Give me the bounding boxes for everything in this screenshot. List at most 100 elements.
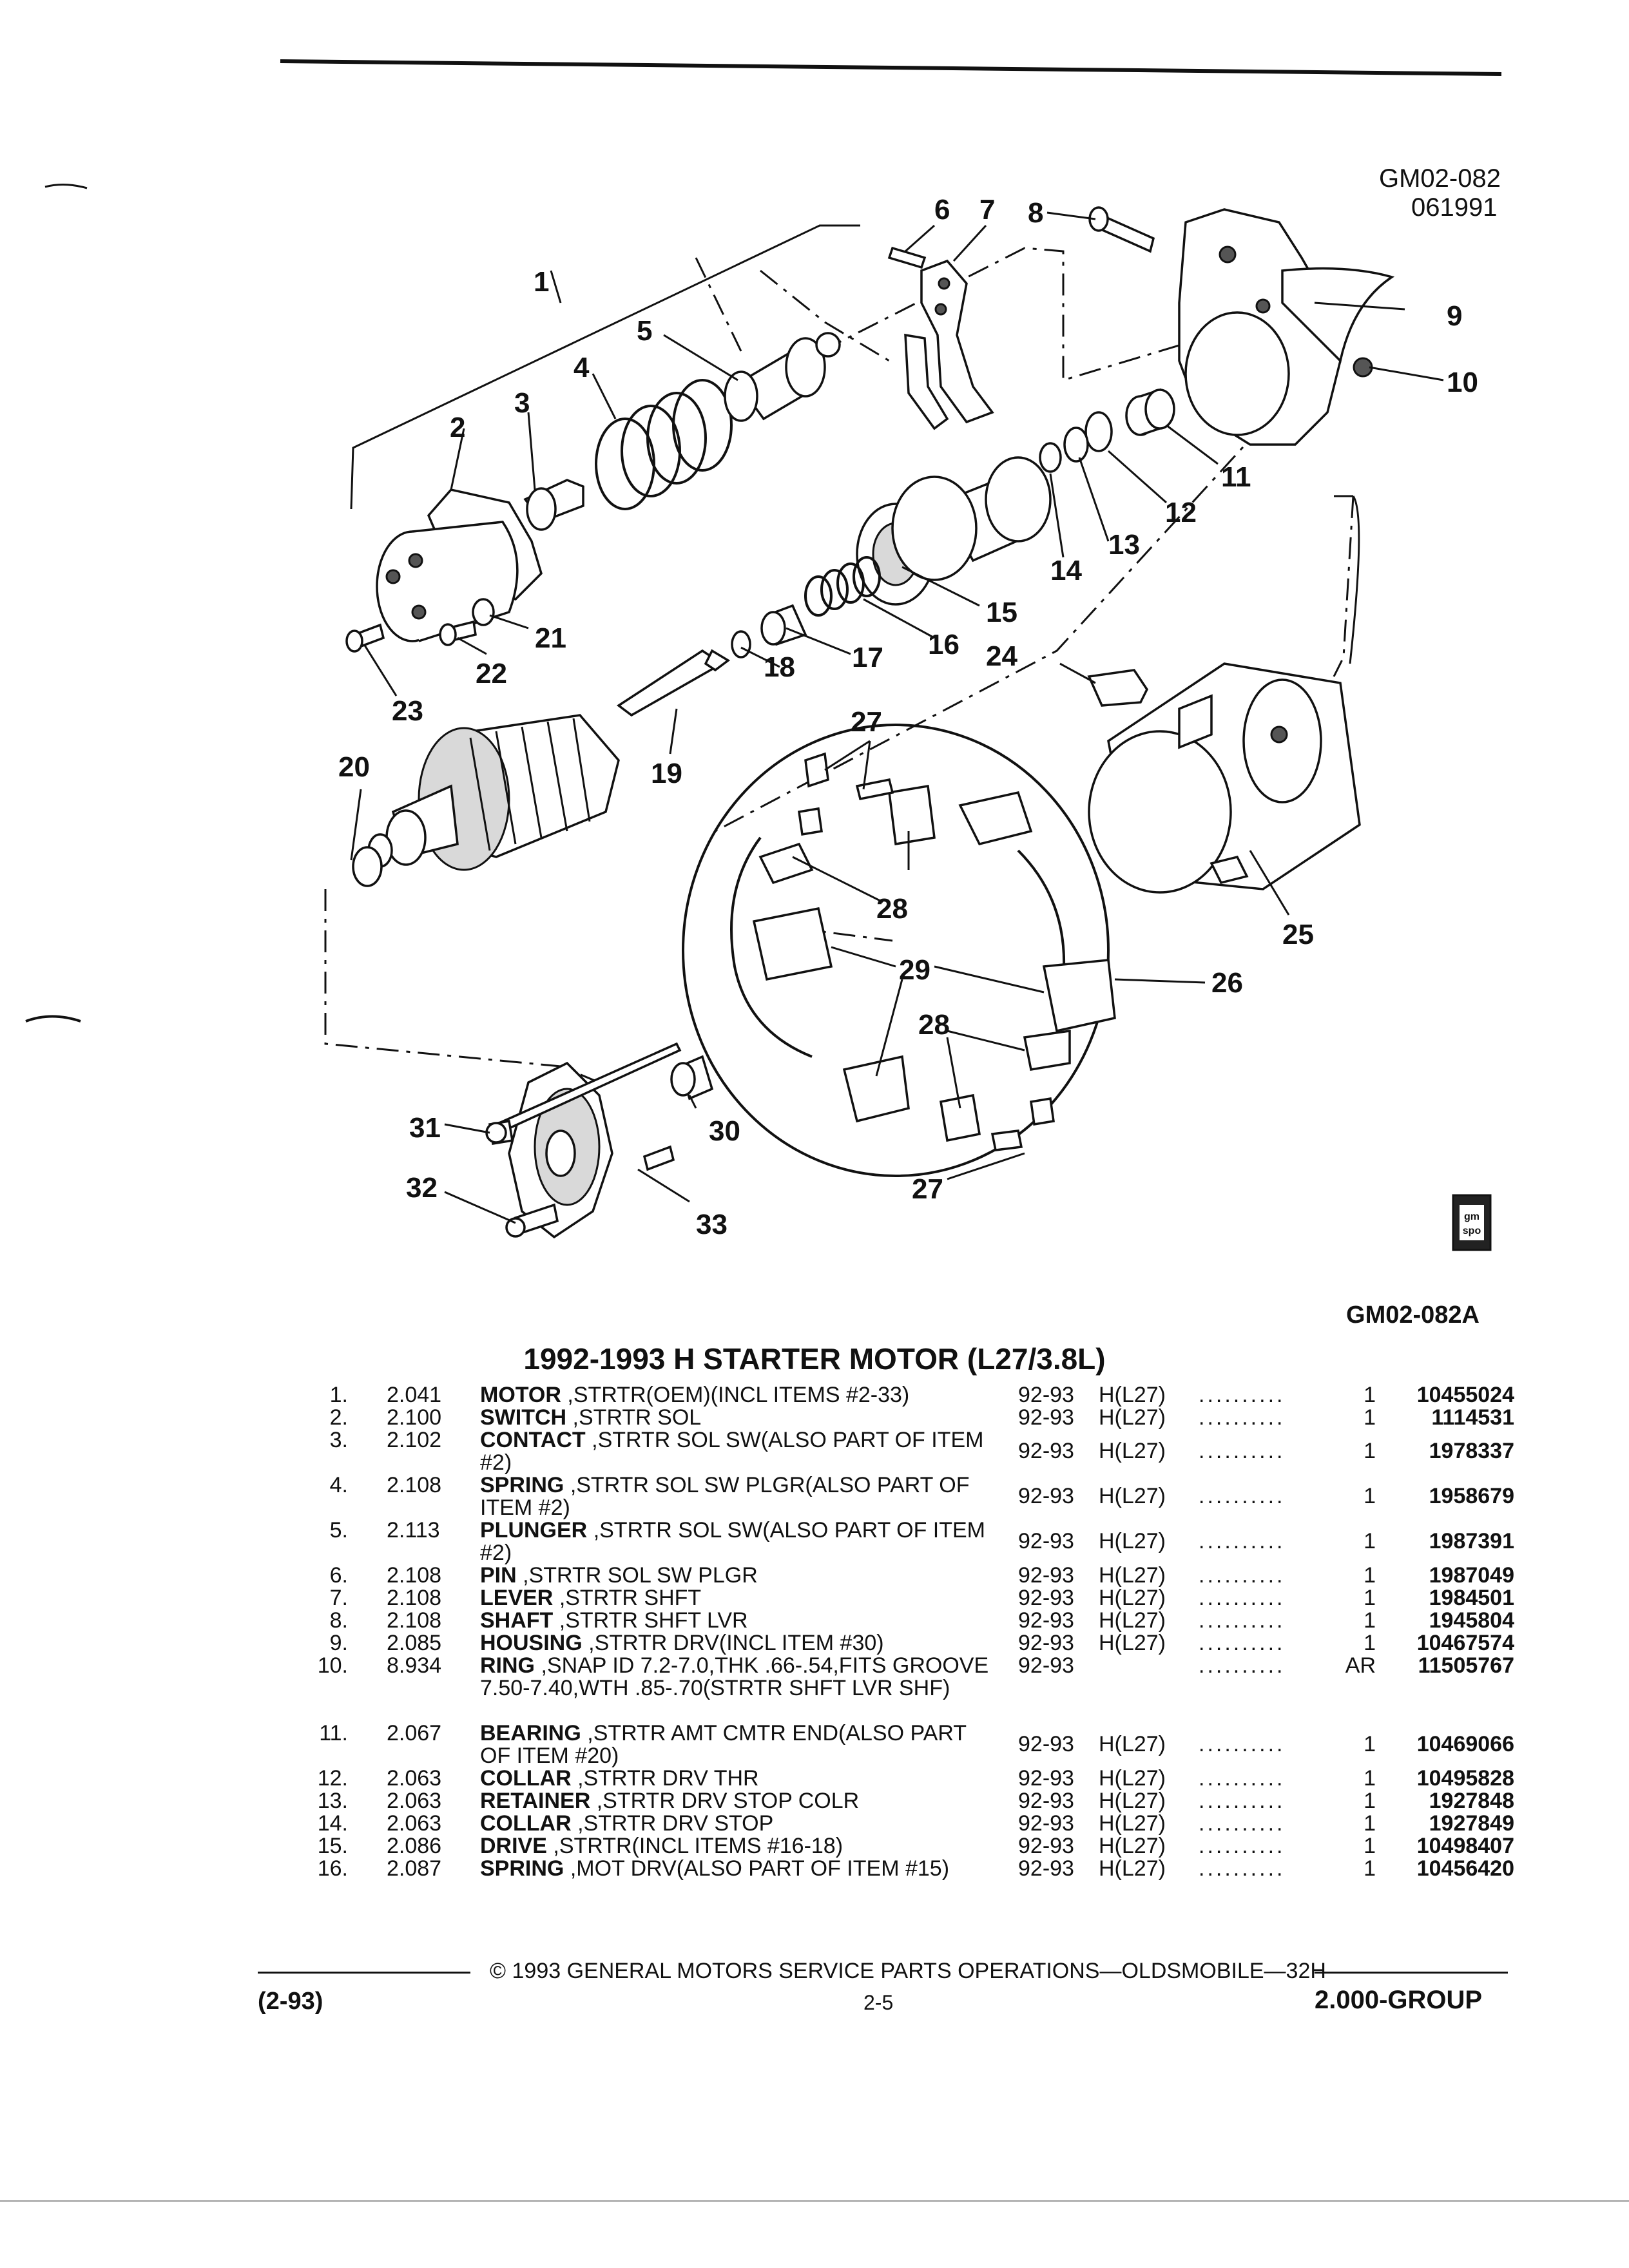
part-item-number: 15. [317, 1834, 348, 1858]
part-number: 1927849 [1429, 1811, 1514, 1836]
leader-dots: .......... [1199, 1631, 1286, 1655]
leader-dots: .......... [1199, 1789, 1286, 1813]
brush-holders [752, 784, 1116, 1142]
part-years: 92-93 [1018, 1856, 1074, 1881]
part-name: RETAINER [480, 1789, 591, 1813]
part-description: SPRING ,STRTR SOL SW PLGR(ALSO PART OF I… [480, 1474, 996, 1519]
part-body: H(L27) [1099, 1789, 1166, 1813]
part-name: COLLAR [480, 1766, 572, 1791]
part-description: SWITCH ,STRTR SOL [480, 1407, 996, 1429]
part-quantity: 1 [1364, 1732, 1376, 1756]
part-body: H(L27) [1099, 1834, 1166, 1858]
leader-dots: .......... [1199, 1586, 1286, 1610]
part-item-number: 6. [329, 1563, 348, 1588]
part-body: H(L27) [1099, 1631, 1166, 1655]
part-description-text: ,STRTR AMT CMTR END(ALSO PART OF ITEM #2… [480, 1721, 967, 1768]
figure-code-top: GM02-082 [1379, 164, 1501, 193]
part-description-text: ,STRTR SHFT LVR [559, 1608, 748, 1633]
callout-3: 3 [514, 387, 530, 419]
part-description: HOUSING ,STRTR DRV(INCL ITEM #30) [480, 1632, 996, 1655]
part-years: 92-93 [1018, 1834, 1074, 1858]
figure-date-code: 061991 [1411, 193, 1497, 222]
gm-spo-logo: gm spo [1452, 1194, 1492, 1251]
part-quantity: 1 [1364, 1383, 1376, 1407]
part-group-code: 2.041 [387, 1383, 442, 1407]
leader-dots: .......... [1199, 1484, 1286, 1508]
part-body: H(L27) [1099, 1405, 1166, 1430]
starter-drive [856, 456, 1052, 606]
part-years: 92-93 [1018, 1405, 1074, 1430]
part-description-text: ,STRTR SOL SW PLGR(ALSO PART OF ITEM #2) [480, 1473, 970, 1520]
part-number: 1927848 [1429, 1789, 1514, 1813]
part-group-code: 2.085 [387, 1631, 442, 1655]
callout-16: 16 [928, 629, 959, 660]
part-description: LEVER ,STRTR SHFT [480, 1587, 996, 1610]
callout-13: 13 [1108, 529, 1140, 561]
part-years: 92-93 [1018, 1586, 1074, 1610]
part-description: DRIVE ,STRTR(INCL ITEMS #16-18) [480, 1835, 996, 1858]
part-number: 10455024 [1416, 1383, 1514, 1407]
part-item-number: 5. [329, 1518, 348, 1542]
part-description-text: ,MOT DRV(ALSO PART OF ITEM #15) [570, 1856, 950, 1881]
bottom-rule [0, 2200, 1629, 2202]
brush-holder-circle [682, 724, 1110, 1177]
part-group-code: 2.100 [387, 1405, 442, 1430]
part-body: H(L27) [1099, 1439, 1166, 1463]
callout-23: 23 [392, 695, 423, 727]
solenoid-plunger [724, 332, 841, 422]
part-name: RING [480, 1653, 535, 1678]
svg-text:gm: gm [1464, 1211, 1480, 1222]
callout-15: 15 [986, 597, 1017, 628]
callout-20: 20 [338, 751, 370, 783]
callout-6: 6 [934, 194, 950, 226]
part-years: 92-93 [1018, 1789, 1074, 1813]
part-description-text: ,STRTR SOL SW(ALSO PART OF ITEM #2) [480, 1518, 986, 1565]
part-group-code: 2.108 [387, 1608, 442, 1633]
part-group-code: 2.108 [387, 1563, 442, 1588]
part-item-number: 9. [329, 1631, 348, 1655]
part-number: 10469066 [1416, 1732, 1514, 1756]
part-body: H(L27) [1099, 1563, 1166, 1588]
callout-29: 29 [899, 954, 930, 986]
solenoid-contact [523, 479, 584, 531]
part-name: HOUSING [480, 1631, 583, 1655]
footer-rule-left [258, 1972, 470, 1974]
end-frame [494, 1042, 682, 1239]
part-description-text: ,STRTR SOL SW(ALSO PART OF ITEM #2) [480, 1428, 984, 1475]
part-group-code: 2.063 [387, 1789, 442, 1813]
footer-page-number: 2-5 [863, 1991, 894, 2014]
part-group-code: 2.113 [387, 1518, 440, 1542]
part-description: BEARING ,STRTR AMT CMTR END(ALSO PART OF… [480, 1722, 996, 1767]
part-description-text: ,STRTR SOL [572, 1405, 702, 1430]
part-name: SWITCH [480, 1405, 567, 1430]
svg-text:spo: spo [1463, 1225, 1481, 1236]
part-body: H(L27) [1099, 1484, 1166, 1508]
callout-33: 33 [696, 1209, 728, 1240]
part-name: BEARING [480, 1721, 581, 1745]
part-body: H(L27) [1099, 1732, 1166, 1756]
part-number: 1114531 [1431, 1405, 1514, 1430]
footer-copyright: © 1993 GENERAL MOTORS SERVICE PARTS OPER… [490, 1959, 1326, 1983]
part-item-number: 11. [319, 1721, 348, 1745]
part-name: SPRING [480, 1856, 564, 1881]
part-number: 1958679 [1429, 1484, 1514, 1508]
part-name: CONTACT [480, 1428, 586, 1452]
part-name: DRIVE [480, 1834, 547, 1858]
part-description: SPRING ,MOT DRV(ALSO PART OF ITEM #15) [480, 1858, 996, 1880]
part-description-text: ,STRTR SHFT [559, 1586, 702, 1610]
part-group-code: 8.934 [387, 1653, 442, 1678]
part-quantity: AR [1345, 1653, 1376, 1678]
leader-dots: .......... [1199, 1766, 1286, 1791]
part-years: 92-93 [1018, 1608, 1074, 1633]
part-description-text: ,STRTR DRV STOP COLR [596, 1789, 860, 1813]
part-description: MOTOR ,STRTR(OEM)(INCL ITEMS #2-33) [480, 1384, 996, 1407]
part-group-code: 2.063 [387, 1811, 442, 1836]
callout-4: 4 [574, 352, 590, 383]
part-years: 92-93 [1018, 1563, 1074, 1588]
part-years: 92-93 [1018, 1484, 1074, 1508]
callout-19: 19 [651, 758, 682, 789]
part-name: PLUNGER [480, 1518, 588, 1542]
callout-10: 10 [1447, 367, 1478, 398]
part-description: COLLAR ,STRTR DRV THR [480, 1767, 996, 1790]
part-description-text: ,STRTR DRV THR [577, 1766, 759, 1791]
